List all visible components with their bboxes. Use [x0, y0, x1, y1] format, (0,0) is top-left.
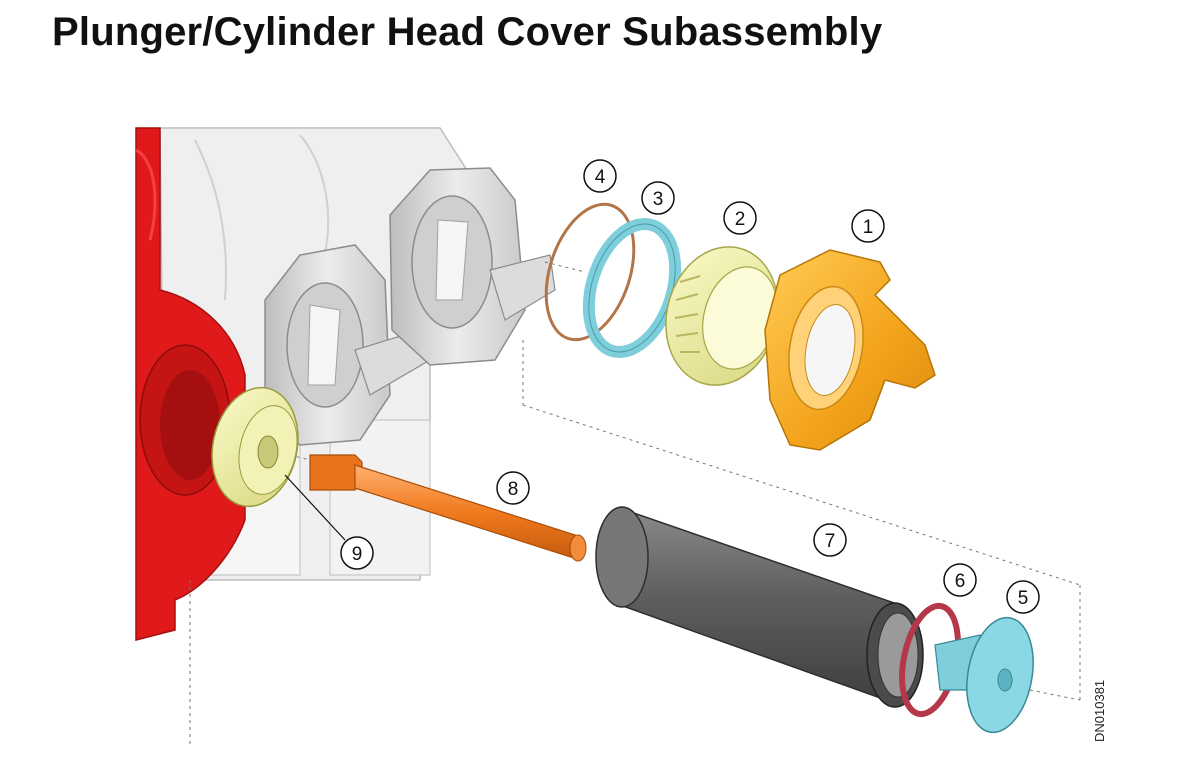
callout-5: 5	[1006, 580, 1040, 614]
callout-4: 4	[583, 159, 617, 193]
callout-7: 7	[813, 523, 847, 557]
part-9-collar	[211, 386, 299, 508]
part-8-plunger-rod	[309, 454, 587, 562]
svg-text:5: 5	[1018, 588, 1029, 609]
callout-6: 6	[943, 563, 977, 597]
callout-3: 3	[641, 181, 675, 215]
svg-text:1: 1	[863, 217, 874, 238]
svg-text:2: 2	[735, 209, 746, 230]
part-5-head-cover	[934, 616, 1034, 734]
svg-text:8: 8	[508, 479, 519, 500]
svg-text:4: 4	[595, 167, 606, 188]
callout-8: 8	[496, 471, 530, 505]
part-2-threaded-ring	[665, 246, 779, 386]
callout-1: 1	[851, 209, 885, 243]
callout-2: 2	[723, 201, 757, 235]
cylinder-head-housing-right	[389, 167, 556, 366]
document-number: DN010381	[1092, 680, 1107, 742]
part-7-cylinder	[595, 506, 924, 708]
part-4-o-ring	[544, 202, 636, 342]
svg-text:6: 6	[955, 571, 966, 592]
part-1-wing-nut	[764, 249, 936, 451]
alignment-lines	[189, 261, 1081, 745]
cylinder-head-housing-left	[264, 244, 431, 446]
red-manifold	[135, 127, 246, 641]
svg-text:9: 9	[352, 544, 363, 565]
page-title: Plunger/Cylinder Head Cover Subassembly	[52, 10, 883, 54]
leader-line-9	[284, 474, 346, 541]
svg-text:7: 7	[825, 531, 836, 552]
callout-9: 9	[340, 536, 374, 570]
svg-text:3: 3	[653, 189, 664, 210]
